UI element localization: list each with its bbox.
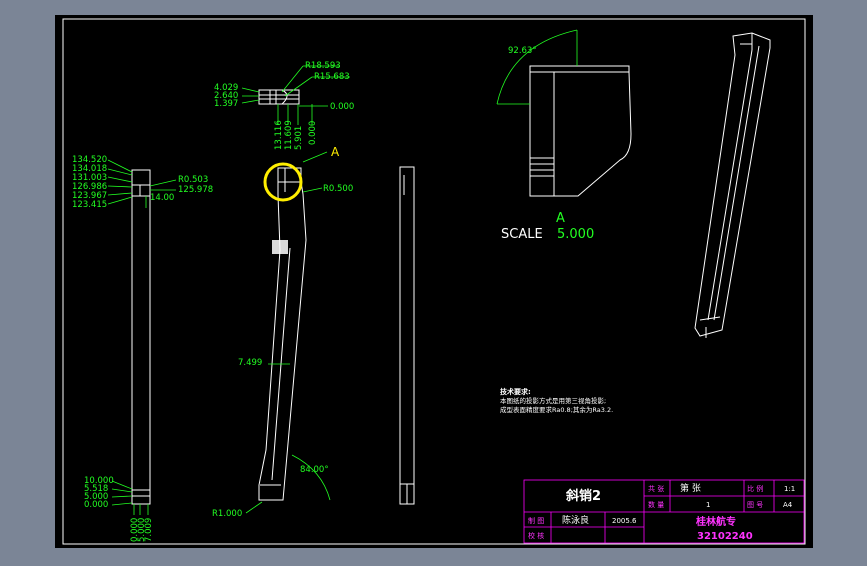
title-block-frame <box>523 479 805 544</box>
label-drawn: 制 图 <box>528 516 544 525</box>
dim-5000: 5.000 <box>84 492 108 502</box>
dim-1397: 1.397 <box>214 99 238 109</box>
section-label-block <box>272 240 288 254</box>
detail-view-label: A <box>556 211 565 226</box>
dim-1400: 14.00 <box>150 193 174 203</box>
detail-highlight-circle <box>263 162 303 202</box>
dim-bv-1: 5.000 <box>137 518 147 542</box>
dim-top-zero: 0.000 <box>330 102 354 112</box>
title-block: 斜销2 共 张 第 张 数 量 1 比 例 图 号 1:1 A4 制 图 校 核… <box>523 479 805 544</box>
dim-r0503: R0.503 <box>178 175 208 185</box>
dim-r1000: R1.000 <box>212 509 242 519</box>
dim-11609: 11.609 <box>284 120 294 150</box>
dim-angle-84: 84.00° <box>300 465 329 475</box>
value-designer: 陈泳良 <box>562 514 589 526</box>
detail-view-a: 92.63° A SCALE 5.000 <box>496 29 632 242</box>
dim-r15683: R15.683 <box>314 72 350 82</box>
label-sheet: 第 张 <box>680 482 701 494</box>
left-view-outline <box>131 169 151 505</box>
detail-outline <box>529 65 632 197</box>
dim-5518: 5.518 <box>84 484 108 494</box>
dim-angle-9263: 92.63° <box>508 46 537 56</box>
dim-123415: 123.415 <box>72 200 107 210</box>
dim-5901: 5.901 <box>294 126 304 150</box>
value-sheet-no: 1 <box>706 501 710 509</box>
scale-value: 5.000 <box>557 227 594 242</box>
value-size: A4 <box>783 501 793 509</box>
front-view: A R0.500 7.499 84.00° R1.000 <box>212 145 353 519</box>
dim-7499: 7.499 <box>238 358 262 368</box>
angle-arc <box>291 454 331 501</box>
label-scale: 比 例 <box>747 484 763 493</box>
part-name: 斜销2 <box>565 488 601 504</box>
notes-line-2: 成型表面精度要求Ra0.8;其余为Ra3.2. <box>500 405 613 414</box>
dim-4029: 4.029 <box>214 83 238 93</box>
notes-line-1: 本图纸的投影方式是用第三视角投影; <box>500 396 606 405</box>
label-count: 数 量 <box>648 500 664 509</box>
label-checked: 校 核 <box>528 531 544 540</box>
dim-134018: 134.018 <box>72 164 107 174</box>
value-scale: 1:1 <box>784 485 795 493</box>
value-school: 桂林航专 <box>695 515 736 528</box>
label-drawing-no: 图 号 <box>747 501 763 509</box>
dim-134520: 134.520 <box>72 155 107 165</box>
side-view <box>399 166 415 505</box>
dim-0000: 0.000 <box>84 500 108 510</box>
dim-r18593: R18.593 <box>305 61 341 71</box>
sheet-border <box>62 18 806 545</box>
notes-title: 技术要求: <box>500 387 531 396</box>
dim-bv-2: 7.009 <box>144 518 154 542</box>
dim-bv-0: 0.000 <box>130 518 140 542</box>
dim-10000: 10.000 <box>84 476 114 486</box>
dim-123967: 123.967 <box>72 191 107 201</box>
technical-notes: 技术要求: 本图纸的投影方式是用第三视角投影; 成型表面精度要求Ra0.8;其余… <box>500 387 613 414</box>
top-view: R18.593 R15.683 4.029 2.640 1.397 0.000 … <box>214 61 354 150</box>
top-view-outline <box>258 89 300 105</box>
dim-2640: 2.640 <box>214 91 238 101</box>
value-number: 32102240 <box>697 531 753 542</box>
detail-angle-arc <box>496 29 578 105</box>
label-total-sheets: 共 张 <box>648 484 664 493</box>
dim-131003: 131.003 <box>72 173 107 183</box>
front-view-outline <box>258 167 307 501</box>
dim-r0500: R0.500 <box>323 184 353 194</box>
dim-0000-v: 0.000 <box>308 121 318 145</box>
dim-13116: 13.116 <box>274 120 284 150</box>
dim-125978: 125.978 <box>178 185 213 195</box>
iso-outline <box>694 32 771 337</box>
detail-label-a: A <box>331 145 340 159</box>
isometric-view <box>694 32 771 338</box>
left-view: 134.520 134.018 131.003 126.986 123.967 … <box>72 155 213 542</box>
scale-text: SCALE <box>501 227 543 242</box>
dim-126986: 126.986 <box>72 182 107 192</box>
drawing-sheet <box>55 15 813 548</box>
value-date: 2005.6 <box>612 517 637 525</box>
